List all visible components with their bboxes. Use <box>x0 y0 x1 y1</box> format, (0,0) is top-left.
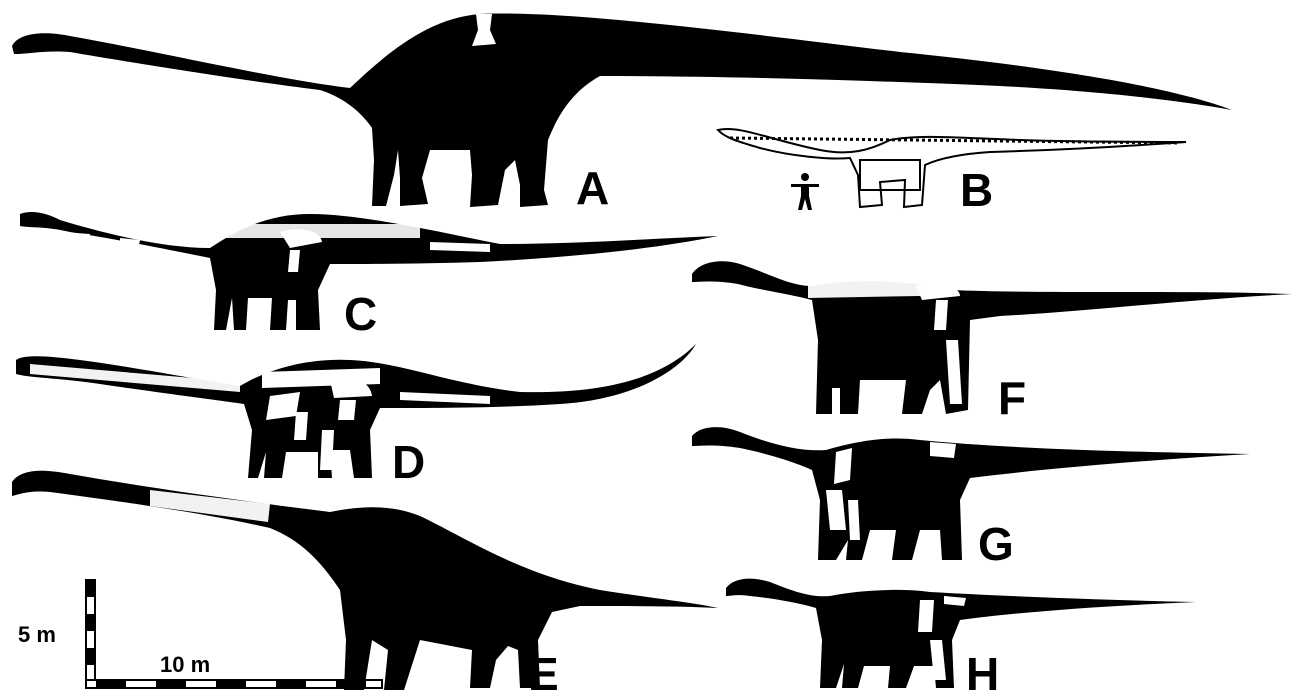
panel-h-sauropod-silhouette <box>726 579 1196 688</box>
panel-g-label: G <box>978 518 1014 570</box>
panel-b-label: B <box>960 164 993 216</box>
panel-a-label: A <box>576 162 609 214</box>
panel-d-label: D <box>392 436 425 488</box>
scale-vertical-label: 5 m <box>18 622 56 647</box>
scale-horizontal-label: 10 m <box>160 652 210 677</box>
panel-b-skeletal-diagram <box>718 129 1186 210</box>
panel-h-label: H <box>966 648 999 694</box>
panel-e-sauropod-silhouette <box>12 471 718 690</box>
scale-bar <box>86 580 382 688</box>
panel-f-label: F <box>998 372 1026 424</box>
panel-g-sauropod-silhouette <box>692 427 1250 560</box>
panel-a-sauropod-silhouette <box>12 13 1232 207</box>
panel-c-label: C <box>344 288 377 340</box>
panel-f-sauropod-silhouette <box>692 261 1292 414</box>
human-scale-figure <box>791 173 819 210</box>
panel-e-label: E <box>528 648 559 694</box>
panel-d-sauropod-silhouette <box>16 344 696 478</box>
